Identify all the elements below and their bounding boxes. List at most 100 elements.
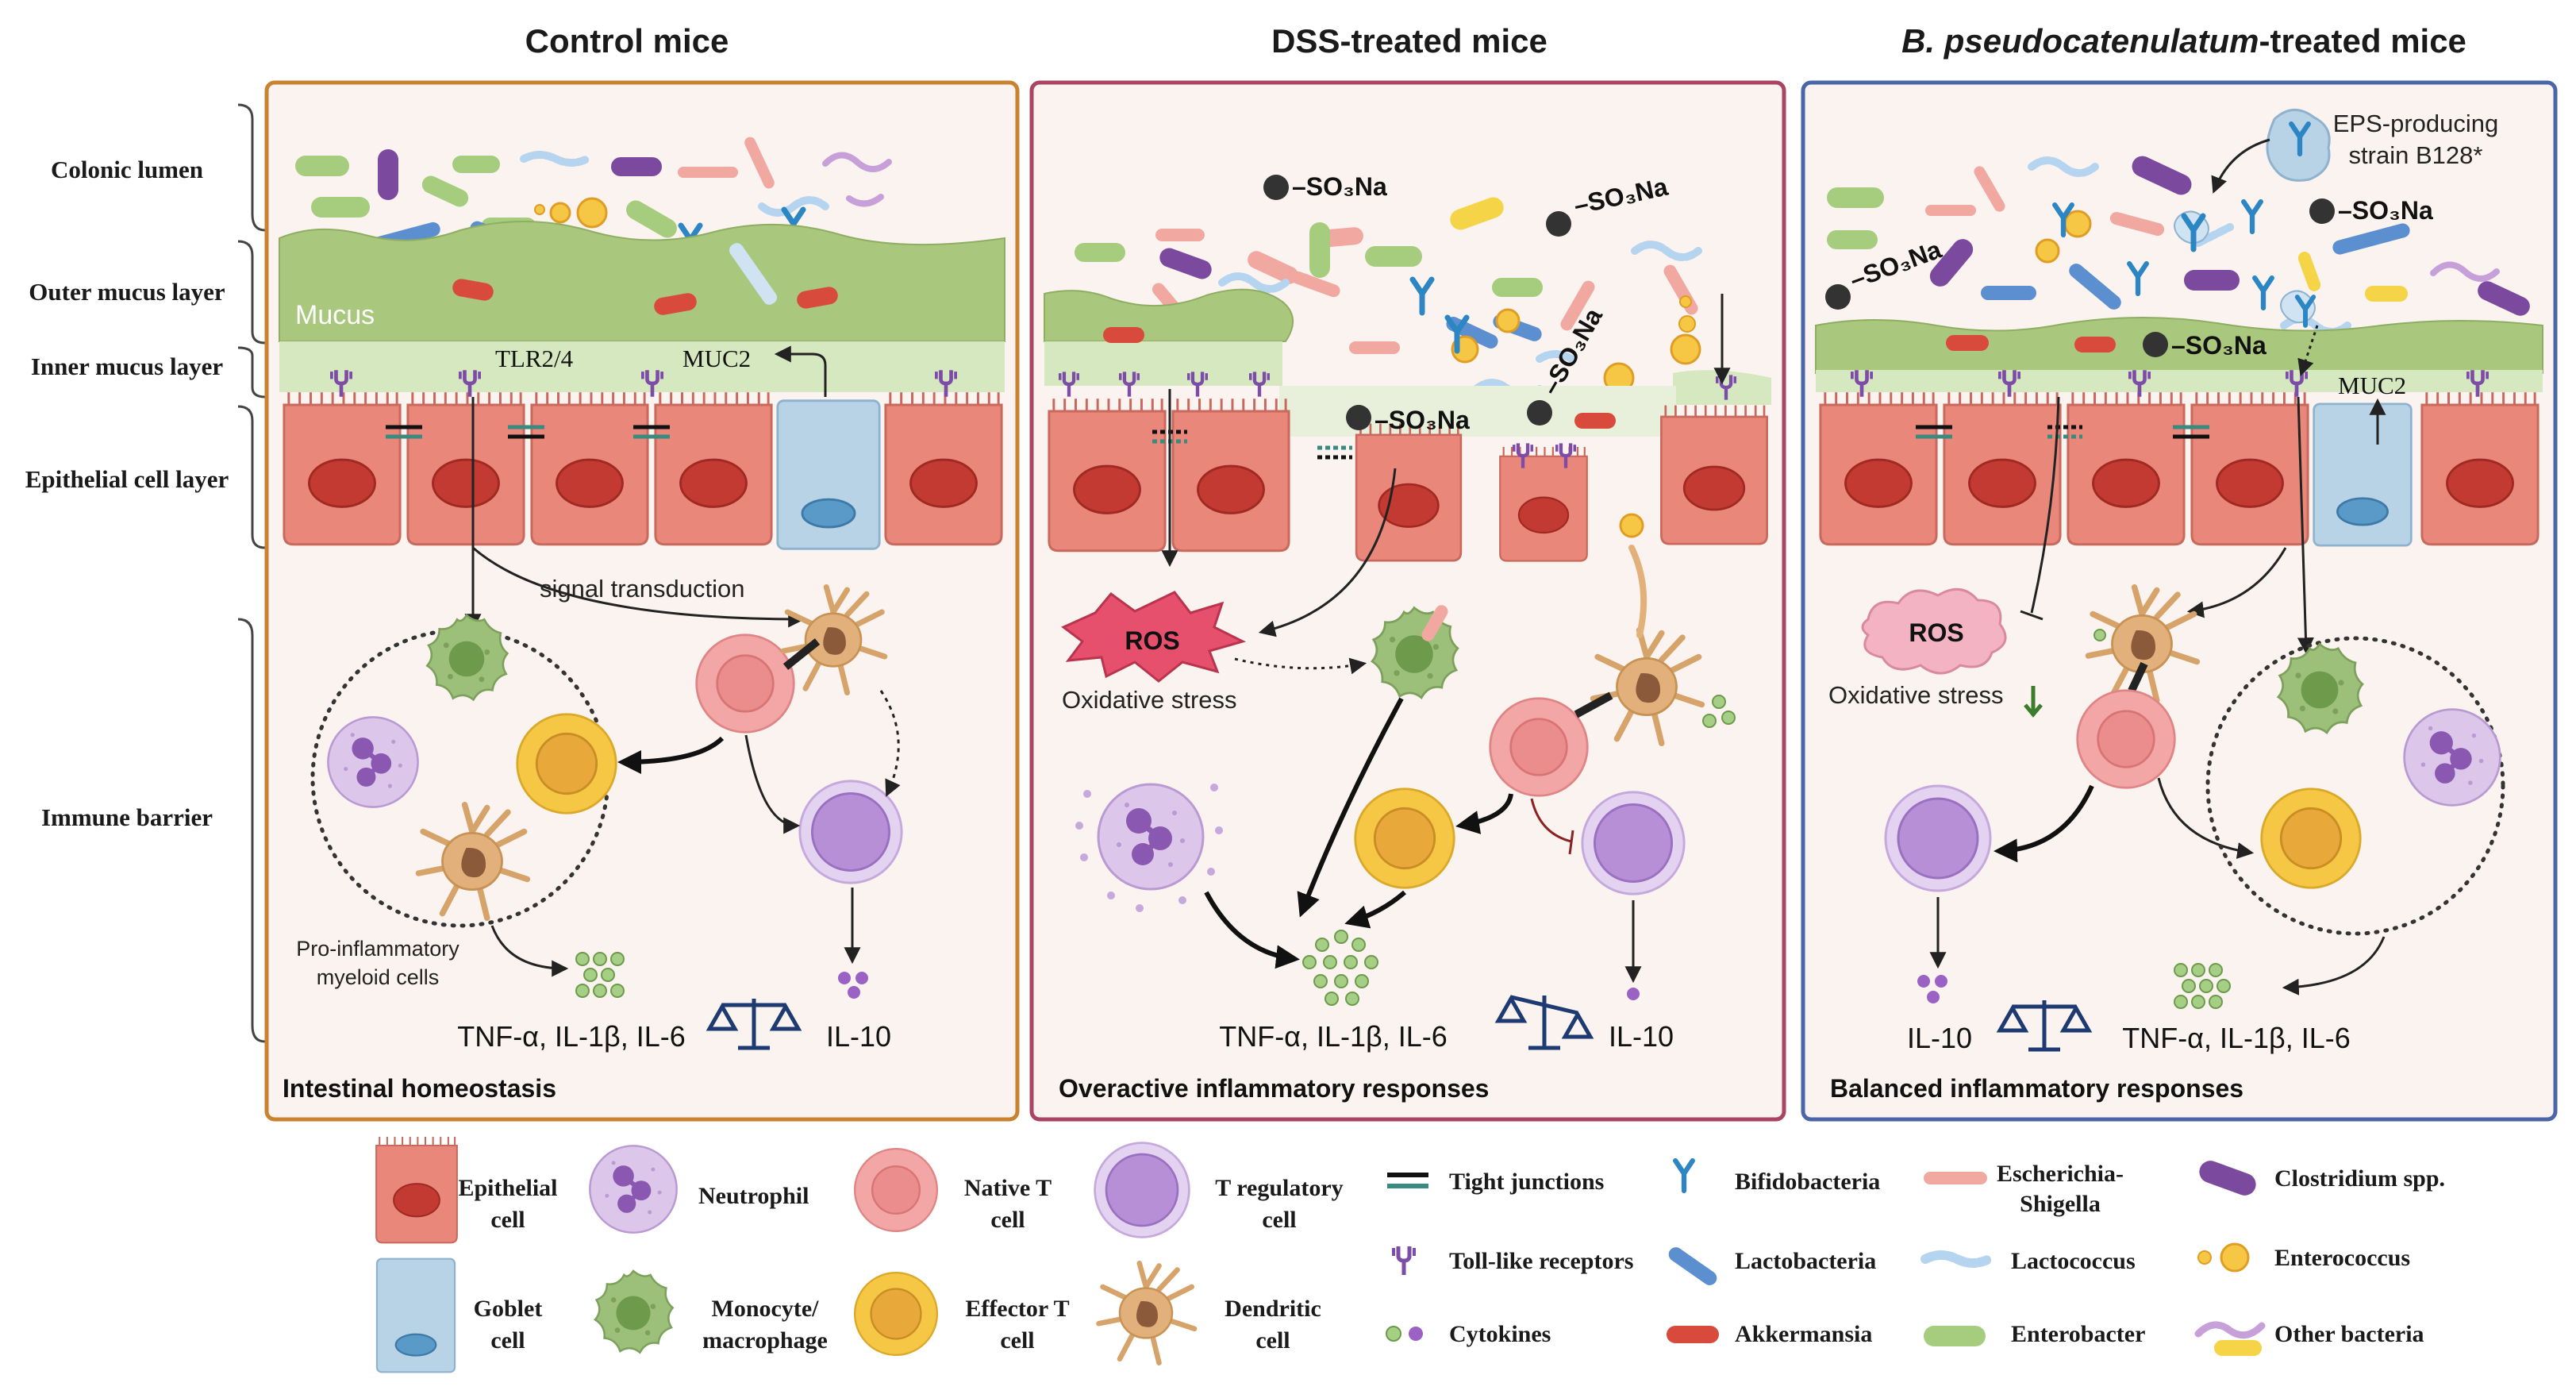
legend-native-t-2: cell xyxy=(990,1207,1025,1233)
legend-akkermansia-icon xyxy=(1667,1326,1719,1343)
dss-native-t xyxy=(1489,697,1589,797)
control-muc2-label: MUC2 xyxy=(682,345,751,372)
legend-lactobacteria-icon xyxy=(1668,1247,1717,1285)
legend-treg-1: T regulatory xyxy=(1215,1175,1343,1201)
dss-so3na-group-3: –SO₃Na xyxy=(1346,405,1470,434)
legend-neutrophil: Neutrophil xyxy=(698,1183,809,1209)
bpse-cytokines-right: TNF-α, IL-1β, IL-6 xyxy=(2122,1022,2351,1054)
legend-bifido-icon xyxy=(1675,1161,1693,1191)
bpse-oxidative-label: Oxidative stress xyxy=(1828,681,2004,709)
control-myeloid-label-2: myeloid cells xyxy=(317,965,440,989)
bpse-panel: EPS-producing strain B128* –SO₃Na –SO₃Na xyxy=(1815,109,2543,1103)
row-label-immune: Immune barrier xyxy=(41,803,213,831)
legend-tlr-icon xyxy=(1394,1246,1414,1275)
control-mucus-label: Mucus xyxy=(295,300,375,330)
dss-neutrophil xyxy=(1098,784,1203,889)
legend-goblet-2: cell xyxy=(490,1327,525,1354)
legend-effector-t-icon xyxy=(853,1271,939,1357)
control-signal-label: signal transduction xyxy=(540,575,745,603)
panel-title-dss: DSS-treated mice xyxy=(1271,22,1548,60)
legend-treg-2: cell xyxy=(1262,1207,1296,1233)
dss-footer: Overactive inflammatory responses xyxy=(1059,1074,1489,1103)
legend-bifido: Bifidobacteria xyxy=(1735,1169,1880,1195)
legend-tight-junction-icon xyxy=(1387,1173,1428,1188)
legend: Epithelial cell Goblet cell Neutrophil M… xyxy=(375,1135,2445,1373)
bpse-treg xyxy=(1884,784,1992,892)
legend-epithelial-2: cell xyxy=(490,1207,525,1233)
bpse-eps-strain: EPS-producing strain B128* xyxy=(2266,109,2499,182)
legend-clostridium-icon xyxy=(2199,1161,2256,1196)
legend-escherichia-icon xyxy=(1924,1172,1987,1184)
legend-lactococcus: Lactococcus xyxy=(2011,1248,2136,1274)
legend-goblet-icon xyxy=(375,1257,456,1373)
row-label-inner-mucus: Inner mucus layer xyxy=(31,352,224,380)
bpse-myeloid-circle xyxy=(2205,636,2505,936)
legend-enterobacter-icon xyxy=(1924,1326,1986,1346)
legend-epithelial-1: Epithelial xyxy=(458,1175,557,1201)
bpse-balance-icon xyxy=(1996,1000,2093,1052)
legend-neutrophil-icon xyxy=(590,1146,676,1232)
bpse-footer: Balanced inflammatory responses xyxy=(1830,1074,2243,1103)
legend-effector-t-1: Effector T xyxy=(965,1296,1069,1322)
legend-tight: Tight junctions xyxy=(1449,1169,1604,1195)
legend-clostridium: Clostridium spp. xyxy=(2274,1165,2445,1192)
bpse-cytokines-pro xyxy=(2174,963,2231,1009)
legend-enterococcus-icon xyxy=(2197,1242,2250,1273)
legend-escherichia-1: Escherichia- xyxy=(1997,1161,2124,1187)
row-labels: Colonic lumen Outer mucus layer Inner mu… xyxy=(25,103,266,1043)
dss-panel: –SO₃Na –SO₃Na xyxy=(1044,172,1771,1103)
bpse-cytokines-left: IL-10 xyxy=(1907,1022,1972,1054)
legend-tlr: Toll-like receptors xyxy=(1449,1248,1633,1274)
legend-effector-t-2: cell xyxy=(1000,1327,1034,1354)
dss-balance-icon xyxy=(1494,994,1594,1050)
bpse-so3na-group-3: –SO₃Na xyxy=(2143,331,2266,360)
dss-cytokines-pro xyxy=(1302,930,1378,1006)
legend-escherichia-2: Shigella xyxy=(2020,1191,2101,1217)
dss-effector-t xyxy=(1354,788,1455,889)
control-cytokines-pro xyxy=(575,952,625,998)
control-cytokines-left: TNF-α, IL-1β, IL-6 xyxy=(457,1020,686,1053)
legend-other: Other bacteria xyxy=(2274,1321,2424,1347)
control-neutrophil xyxy=(328,717,417,807)
bpse-down-arrow-icon xyxy=(2024,686,2043,718)
bpse-so3na-3: –SO₃Na xyxy=(2171,331,2266,360)
legend-dendritic-1: Dendritic xyxy=(1225,1296,1321,1322)
legend-goblet-1: Goblet xyxy=(474,1296,543,1322)
legend-akkermansia: Akkermansia xyxy=(1735,1321,1872,1347)
control-outer-mucus xyxy=(279,221,1005,342)
control-native-t xyxy=(695,634,795,734)
bpse-muc2-label: MUC2 xyxy=(2338,372,2406,399)
dss-oxidative-label: Oxidative stress xyxy=(1062,686,1237,714)
panel-title-control: Control mice xyxy=(525,22,729,60)
control-footer: Intestinal homeostasis xyxy=(283,1074,556,1103)
control-treg xyxy=(798,780,903,884)
legend-native-t-1: Native T xyxy=(964,1175,1052,1201)
dss-so3na-group-1: –SO₃Na xyxy=(1263,172,1387,201)
dss-ros-label: ROS xyxy=(1125,626,1179,655)
bpse-ros-label: ROS xyxy=(1909,618,1963,647)
bpse-so3na-1: –SO₃Na xyxy=(2338,196,2433,225)
legend-cytokine-icon xyxy=(1386,1326,1423,1342)
bpse-eps-label-1: EPS-producing xyxy=(2333,110,2499,137)
control-panel: Mucus TLR2/4 MUC2 xyxy=(279,137,1005,1103)
control-tlr-label: TLR2/4 xyxy=(495,345,574,372)
dss-neutrophil-granules xyxy=(1075,784,1223,912)
control-inner-mucus xyxy=(279,341,1005,392)
control-lumen-bacteria xyxy=(295,137,968,276)
control-cytokines-right: IL-10 xyxy=(826,1020,891,1053)
panel-frame-dss xyxy=(1029,80,1786,1122)
legend-treg-icon xyxy=(1094,1142,1190,1238)
legend-cytokines: Cytokines xyxy=(1449,1321,1551,1347)
control-myeloid-label-1: Pro-inflammatory xyxy=(296,937,459,961)
legend-dendritic-2: cell xyxy=(1255,1327,1290,1354)
legend-enterococcus: Enterococcus xyxy=(2274,1245,2410,1271)
control-cytokines-anti xyxy=(838,972,868,999)
bpse-eps-label-2: strain B128* xyxy=(2349,141,2483,169)
dss-cytokines-right: IL-10 xyxy=(1609,1020,1674,1053)
legend-monocyte-1: Monocyte/ xyxy=(712,1296,820,1322)
control-balance-icon xyxy=(706,999,802,1050)
dss-ros-burst xyxy=(1061,591,1247,683)
bpse-ros-cloud xyxy=(1861,587,2007,675)
row-braces xyxy=(237,103,266,1043)
